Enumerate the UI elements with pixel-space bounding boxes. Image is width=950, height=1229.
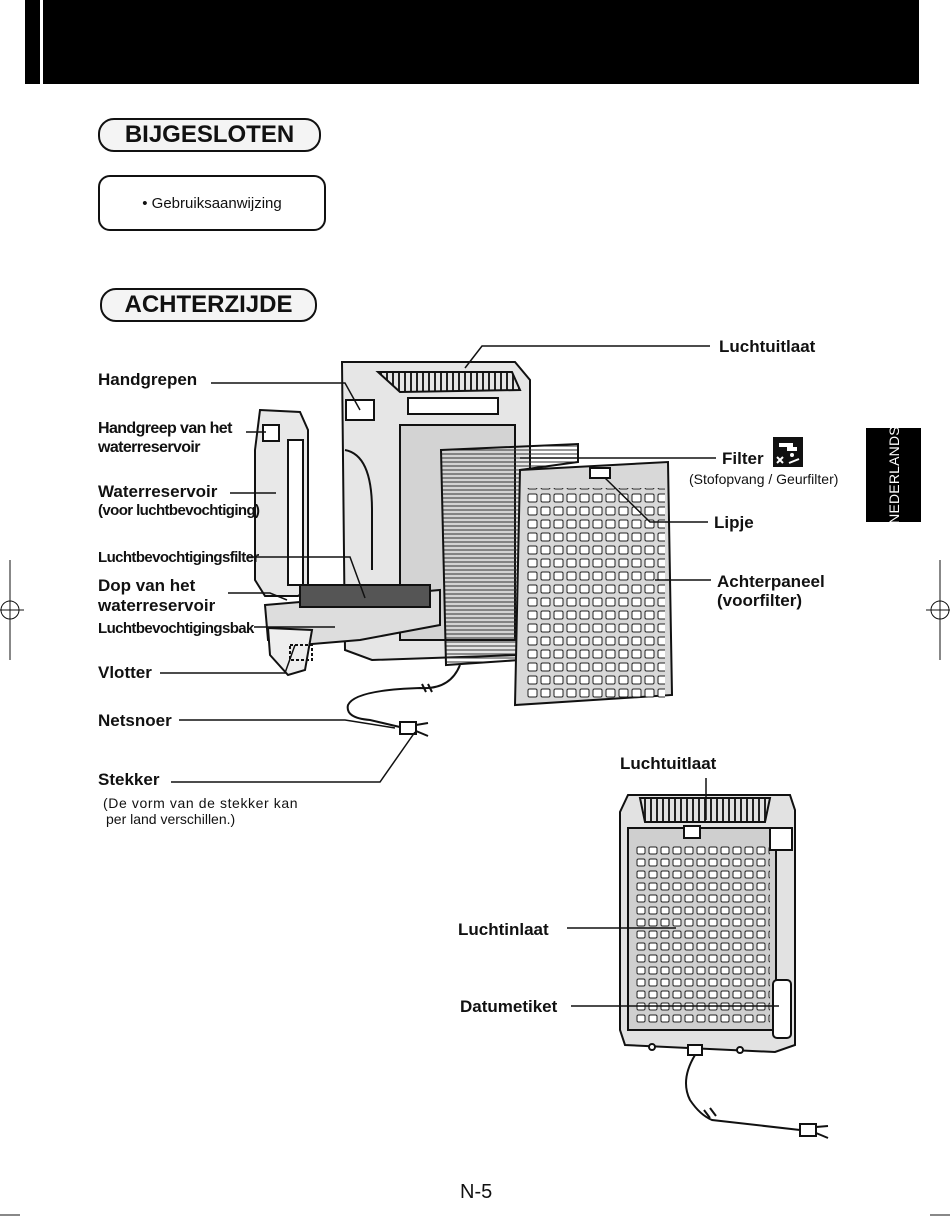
label-bevochtigingsbak: Luchtbevochtigingsbak	[98, 620, 254, 637]
language-tab: NEDERLANDS	[866, 426, 921, 524]
label-lipje: Lipje	[714, 513, 754, 532]
label-filter: Filter	[722, 449, 764, 468]
label-netsnoer: Netsnoer	[98, 711, 172, 730]
label-vlotter: Vlotter	[98, 663, 152, 682]
label-filter-note: (Stofopvang / Geurfilter)	[689, 471, 839, 487]
label-achterpaneel-line2: (voorfilter)	[717, 591, 802, 610]
label-handgrepen: Handgrepen	[98, 370, 198, 389]
label-dop-line1: Dop van het	[98, 576, 196, 595]
label-handgreep-reservoir-line1: Handgreep van het	[98, 420, 232, 437]
label-luchtuitlaat-bottom: Luchtuitlaat	[620, 754, 717, 773]
power-cord-top	[346, 664, 461, 737]
header-bar-edge	[40, 0, 43, 84]
included-items-box: • Gebruiksaanwijzing	[98, 175, 326, 231]
label-stekker-note-line1: (De vorm van de stekker kan	[103, 795, 299, 811]
page-number: N-5	[460, 1181, 493, 1203]
section-title-back: ACHTERZIJDE	[100, 288, 317, 322]
label-handgreep-reservoir-line2: waterreservoir	[98, 439, 200, 456]
leader-lines	[160, 345, 779, 1007]
label-achterpaneel-line1: Achterpaneel	[717, 572, 825, 591]
purifier-back-view	[619, 794, 796, 1056]
header-bar	[25, 0, 919, 84]
label-luchtuitlaat-top: Luchtuitlaat	[719, 337, 816, 356]
back-panel-prefilter	[513, 460, 674, 707]
humidifier-tray	[263, 584, 441, 677]
label-waterreservoir: Waterreservoir	[98, 482, 218, 501]
label-luchtinlaat: Luchtinlaat	[458, 920, 549, 939]
label-dop-line2: waterreservoir	[98, 596, 216, 615]
label-waterreservoir-note: (voor luchtbevochtiging)	[98, 502, 260, 519]
label-datumetiket: Datumetiket	[460, 997, 558, 1016]
registration-mark-icon	[0, 560, 950, 1216]
section-title-included: BIJGESLOTEN	[98, 118, 321, 152]
wash-filter-icon	[773, 437, 803, 467]
label-stekker: Stekker	[98, 770, 160, 789]
power-cord-bottom	[685, 1054, 829, 1139]
water-tank	[254, 408, 309, 597]
included-item: • Gebruiksaanwijzing	[142, 194, 282, 212]
label-bevochtigingsfilter: Luchtbevochtigingsfilter	[98, 549, 259, 566]
label-stekker-note-line2: per land verschillen.)	[106, 811, 236, 827]
